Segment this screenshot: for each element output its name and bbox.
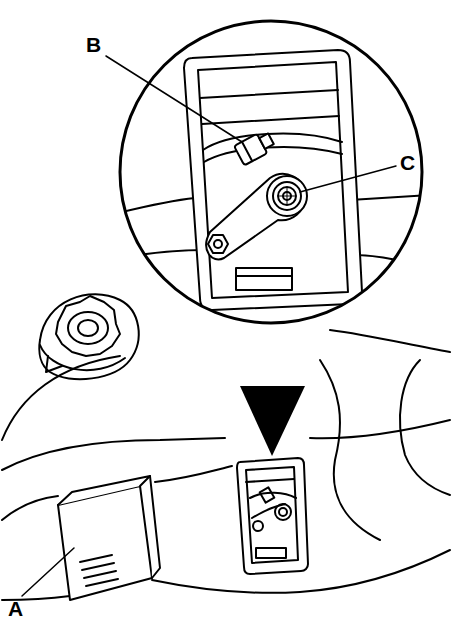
callout-letter: C [400, 152, 415, 173]
callout-letter: A [8, 598, 23, 619]
callout-letter: B [86, 34, 101, 55]
